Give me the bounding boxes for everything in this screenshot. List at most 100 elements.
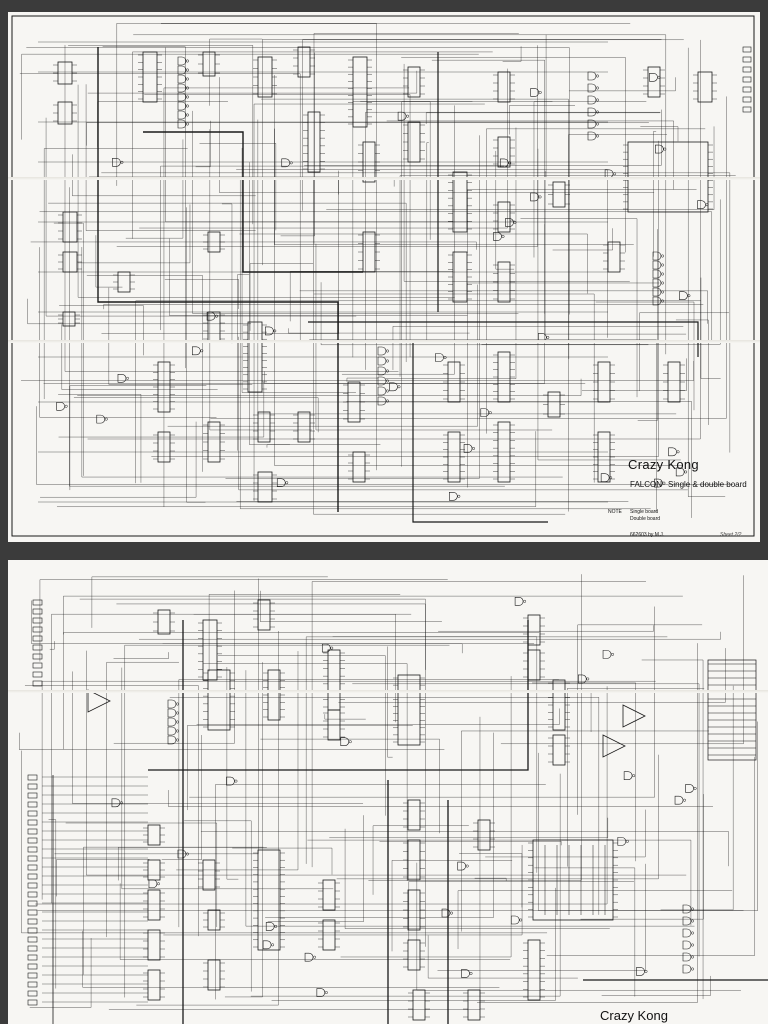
gate-bubble [613,172,617,176]
ic-chip [527,614,541,646]
signal-wire [341,105,455,375]
signal-wire [63,595,683,635]
signal-wire [500,575,744,744]
signal-wire [37,721,758,911]
connector-pin [27,963,38,970]
signal-wire [132,51,493,239]
signal-wire [568,77,676,92]
signal-wire [135,300,701,484]
signal-wire [69,385,207,491]
signal-wire [245,670,695,927]
gate-bubble [186,86,189,90]
signal-wire [653,131,657,257]
signal-wire [88,176,339,195]
signal-wire [399,175,736,377]
signal-wire [121,667,334,889]
logic-gate [679,291,688,300]
connector-pin [27,819,38,826]
signal-wire [217,655,386,816]
ic-chip [322,879,336,911]
gate-bubble [120,160,124,164]
gate-bubble [271,943,275,947]
signal-wire [403,63,630,282]
logic-gate [377,376,387,386]
logic-gate [281,158,291,168]
schematic-sheet-2: Crazy Kong [8,560,768,1024]
connector-pin [32,626,43,633]
signal-wire [51,614,412,904]
logic-gate [505,218,514,227]
ic-chip [257,411,271,443]
signal-wire [324,714,366,720]
signal-wire [151,140,659,457]
signal-wire [221,203,233,344]
gate-bubble [508,161,512,165]
signal-wire [532,682,636,862]
ic-chip [467,989,481,1021]
ic-chip [147,969,161,1001]
signal-wire [39,247,217,418]
connector-pin [27,801,38,808]
connector-pin [27,783,38,790]
connector-pin [27,936,38,943]
ic-chip [552,679,566,731]
signal-wire [161,735,202,860]
signal-wire [313,33,519,244]
logic-gate [587,83,597,93]
signal-wire [568,134,668,360]
connector-pin [32,635,43,642]
gate-bubble [157,882,160,886]
signal-wire [118,847,267,881]
logic-gate [623,771,633,780]
signal-wire [169,238,468,316]
gate-bubble [215,314,219,318]
signal-wire [56,859,150,897]
signal-wire [178,679,559,928]
signal-wire [352,101,647,358]
ic-chip [497,201,511,233]
signal-wire [87,70,418,94]
signal-wire [467,189,697,253]
gate-bubble [488,411,492,415]
ic-chip [257,599,271,631]
signal-wire [189,606,655,798]
logic-gate [112,157,121,167]
signal-wire [309,339,657,513]
signal-wire [675,319,709,425]
signal-wire [260,738,440,834]
signal-wire [250,773,561,997]
manufacturer-label: FALCON [630,480,663,489]
logic-gate [480,408,490,417]
logic-gate [649,72,658,82]
signal-wire [360,101,431,240]
logic-gate [600,473,610,483]
signal-wire [106,662,179,938]
signal-wire [481,199,721,345]
signal-wire [438,625,654,632]
signal-wire [660,685,734,911]
signal-wire [192,110,519,314]
signal-wire [53,222,84,476]
logic-gate [674,795,684,805]
gate-bubble [289,161,293,165]
gate-bubble [661,263,664,267]
logic-gate [587,131,597,141]
signal-wire [68,45,253,225]
logic-gate [177,849,187,859]
gate-bubble [186,59,189,63]
signal-wire [119,883,511,960]
gate-bubble [661,290,664,294]
logic-gate [167,708,177,718]
signal-wire [346,377,379,382]
gate-bubble [386,359,389,363]
paper-fold [8,340,760,343]
connector-pin [32,662,43,669]
signal-wire [116,23,631,186]
gate-bubble [513,221,517,224]
signal-wire [392,326,684,370]
logic-gate [265,326,274,336]
signal-wire [567,688,705,867]
ic-chip [547,391,561,418]
signal-wire [379,841,562,846]
signal-wire [253,103,485,502]
